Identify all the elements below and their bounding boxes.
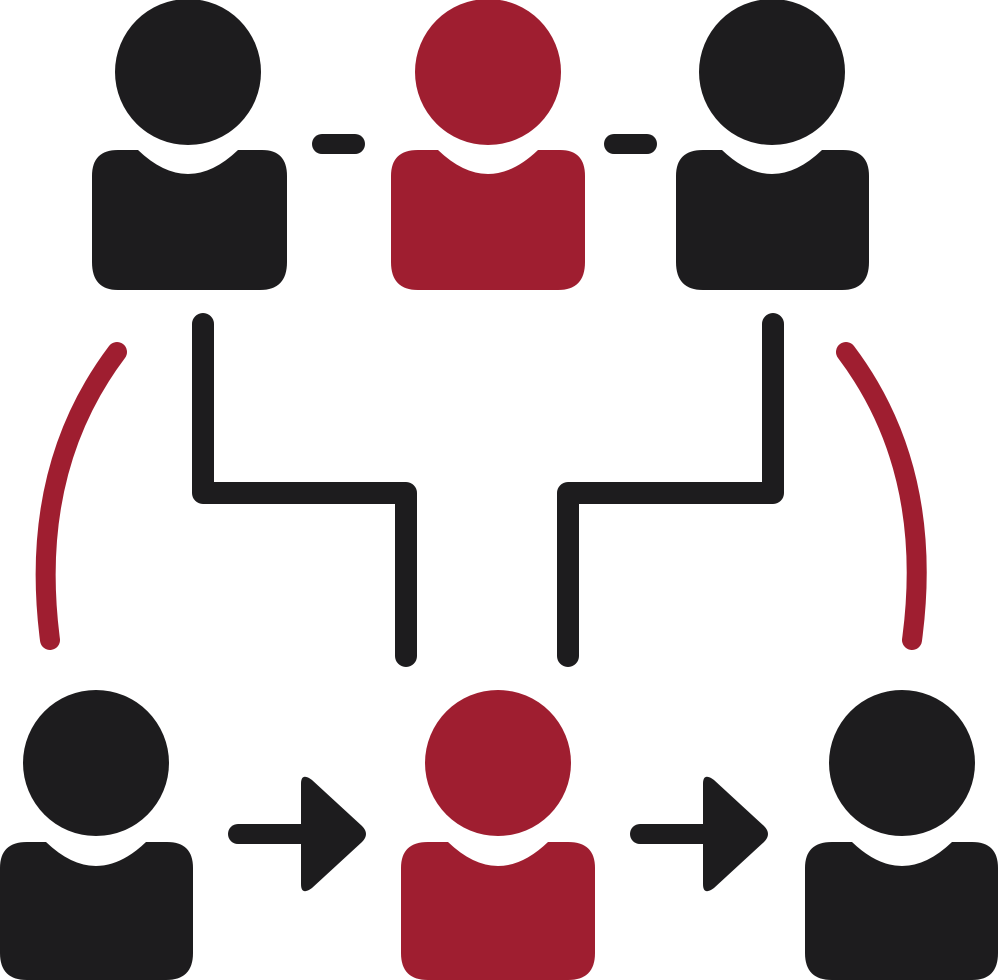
- left-arc-link: [35, 342, 127, 650]
- arrow-left-to-center-icon: [228, 776, 366, 892]
- person-bottom-left-icon: [0, 690, 193, 980]
- person-top-left-icon: [92, 0, 287, 290]
- left-elbow-connector: [192, 313, 417, 667]
- person-bottom-right-icon: [805, 690, 998, 980]
- arrow-center-to-right-icon: [630, 776, 768, 892]
- right-elbow-connector: [557, 313, 784, 667]
- person-top-right-icon: [676, 0, 869, 290]
- right-arc-link: [836, 342, 927, 650]
- person-top-center-icon: [391, 0, 585, 290]
- person-bottom-center-icon: [401, 690, 595, 980]
